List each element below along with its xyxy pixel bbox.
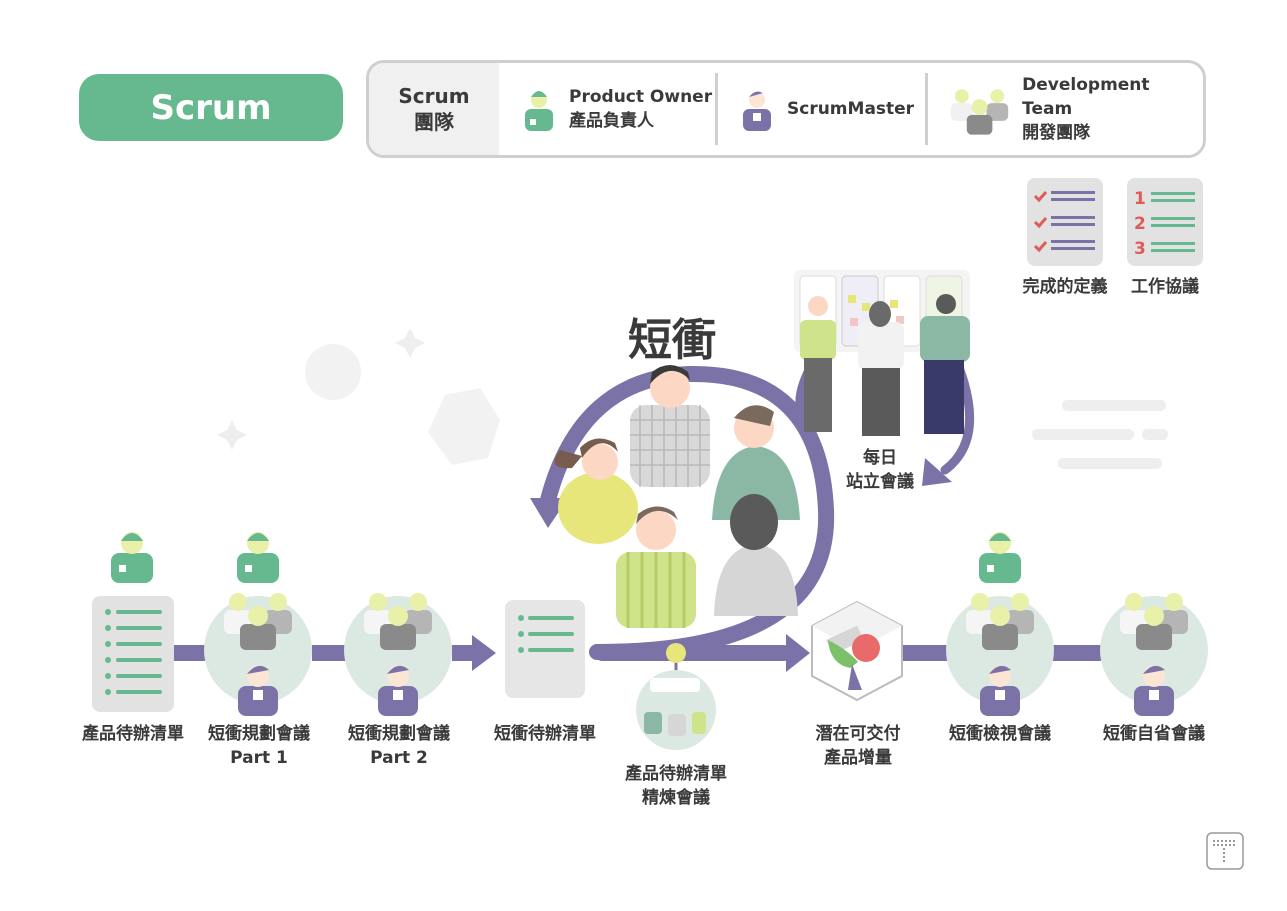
sprint-backlog-doc <box>505 600 585 698</box>
working-agreement: 1 2 3 <box>1127 178 1203 270</box>
product-backlog-doc <box>92 596 174 712</box>
legend-scrum-master: ScrumMaster <box>739 63 914 155</box>
flow-label-line1: 短衝規劃會議 <box>208 724 310 744</box>
daily-standup-board <box>794 270 970 436</box>
flow-label-sprint-backlog: 短衝待辦清單 <box>484 722 606 746</box>
agreement-number: 2 <box>1134 214 1146 234</box>
legend-divider <box>715 73 718 145</box>
flow-label-sprint-planning-1: 短衝規劃會議 Part 1 <box>198 722 320 770</box>
flow-arrow-head <box>472 635 496 671</box>
product-increment-box <box>811 600 903 702</box>
scrum-master-avatar <box>980 665 1020 716</box>
daily-cycle-arrow-head <box>922 458 952 486</box>
development-team-avatar <box>224 593 292 650</box>
flow-label-line1: 產品待辦清單 <box>625 764 727 784</box>
product-owner-avatar <box>237 532 279 583</box>
working-agreement-label: 工作協議 <box>1131 277 1199 297</box>
flow-label-line1: 短衝自省會議 <box>1103 724 1205 744</box>
sprint-team-illustration <box>554 365 800 628</box>
agreement-number: 1 <box>1134 189 1146 209</box>
daily-standup-line2: 站立會議 <box>846 472 914 492</box>
product-owner-icon <box>525 91 553 131</box>
legend-product-owner: Product Owner 產品負責人 <box>521 63 712 155</box>
development-team-avatar <box>966 593 1034 650</box>
flow-label-backlog-refinement: 產品待辦清單 精煉會議 <box>614 762 738 810</box>
corner-logo-icon <box>1206 832 1244 870</box>
daily-standup-line1: 每日 <box>863 448 897 468</box>
flow-label-line1: 短衝規劃會議 <box>348 724 450 744</box>
legend-role-en: Development Team <box>1022 75 1150 119</box>
legend-role-zh: 開發團隊 <box>1022 123 1091 143</box>
definition-of-done <box>1027 178 1103 270</box>
flow-label-line1: 潛在可交付 <box>815 724 901 744</box>
flow-connector <box>312 645 346 661</box>
flow-label-sprint-planning-2: 短衝規劃會議 Part 2 <box>338 722 460 770</box>
legend-development-team: Development Team 開發團隊 <box>949 63 1203 155</box>
legend-role-zh: 產品負責人 <box>569 111 654 131</box>
development-team-icon <box>950 89 1009 135</box>
legend-heading-line2: 團隊 <box>414 110 454 134</box>
development-team-avatar <box>364 593 432 650</box>
flow-label-line2: 精煉會議 <box>642 788 710 808</box>
flow-label-sprint-review: 短衝檢視會議 <box>938 722 1062 746</box>
legend-divider <box>925 73 928 145</box>
refinement-node <box>636 643 716 750</box>
flow-label-line2: Part 2 <box>370 748 428 768</box>
flow-arrow-head <box>786 634 810 672</box>
scrum-master-avatar <box>1134 665 1174 716</box>
daily-standup-label: 每日 站立會議 <box>830 446 930 494</box>
flow-label-line1: 產品待辦清單 <box>82 724 184 744</box>
flow-label-line1: 短衝待辦清單 <box>494 724 596 744</box>
scrum-master-avatar <box>378 665 418 716</box>
flow-connector <box>1052 645 1102 661</box>
legend-role-en: ScrumMaster <box>787 99 915 119</box>
flow-label-product-increment: 潛在可交付 產品增量 <box>798 722 918 770</box>
scrum-master-avatar <box>238 665 278 716</box>
flow-connector <box>900 645 950 661</box>
development-team-avatar <box>1120 593 1188 650</box>
legend-heading: Scrum 團隊 <box>369 63 499 155</box>
checklist-icon <box>1027 178 1103 266</box>
flow-connector <box>172 645 206 661</box>
flow-label-product-backlog: 產品待辦清單 <box>72 722 194 746</box>
scrum-team-legend: Scrum 團隊 Product Owner 產品負責人 ScrumMaster <box>366 60 1206 158</box>
numbered-list-icon: 1 2 3 <box>1127 178 1203 266</box>
flow-label-sprint-retrospective: 短衝自省會議 <box>1092 722 1216 746</box>
flow-label-line2: 產品增量 <box>824 748 892 768</box>
page-title: Scrum <box>79 74 343 141</box>
flow-connector <box>452 645 474 661</box>
sprint-title: 短衝 <box>628 315 716 366</box>
legend-heading-line1: Scrum <box>398 84 470 108</box>
scrum-master-icon <box>743 91 771 131</box>
legend-role-en: Product Owner <box>569 87 713 107</box>
flow-label-line1: 短衝檢視會議 <box>949 724 1051 744</box>
agreement-number: 3 <box>1134 239 1146 259</box>
definition-of-done-label: 完成的定義 <box>1022 277 1108 297</box>
flow-label-line2: Part 1 <box>230 748 288 768</box>
product-owner-avatar <box>111 532 153 583</box>
product-owner-avatar <box>979 532 1021 583</box>
